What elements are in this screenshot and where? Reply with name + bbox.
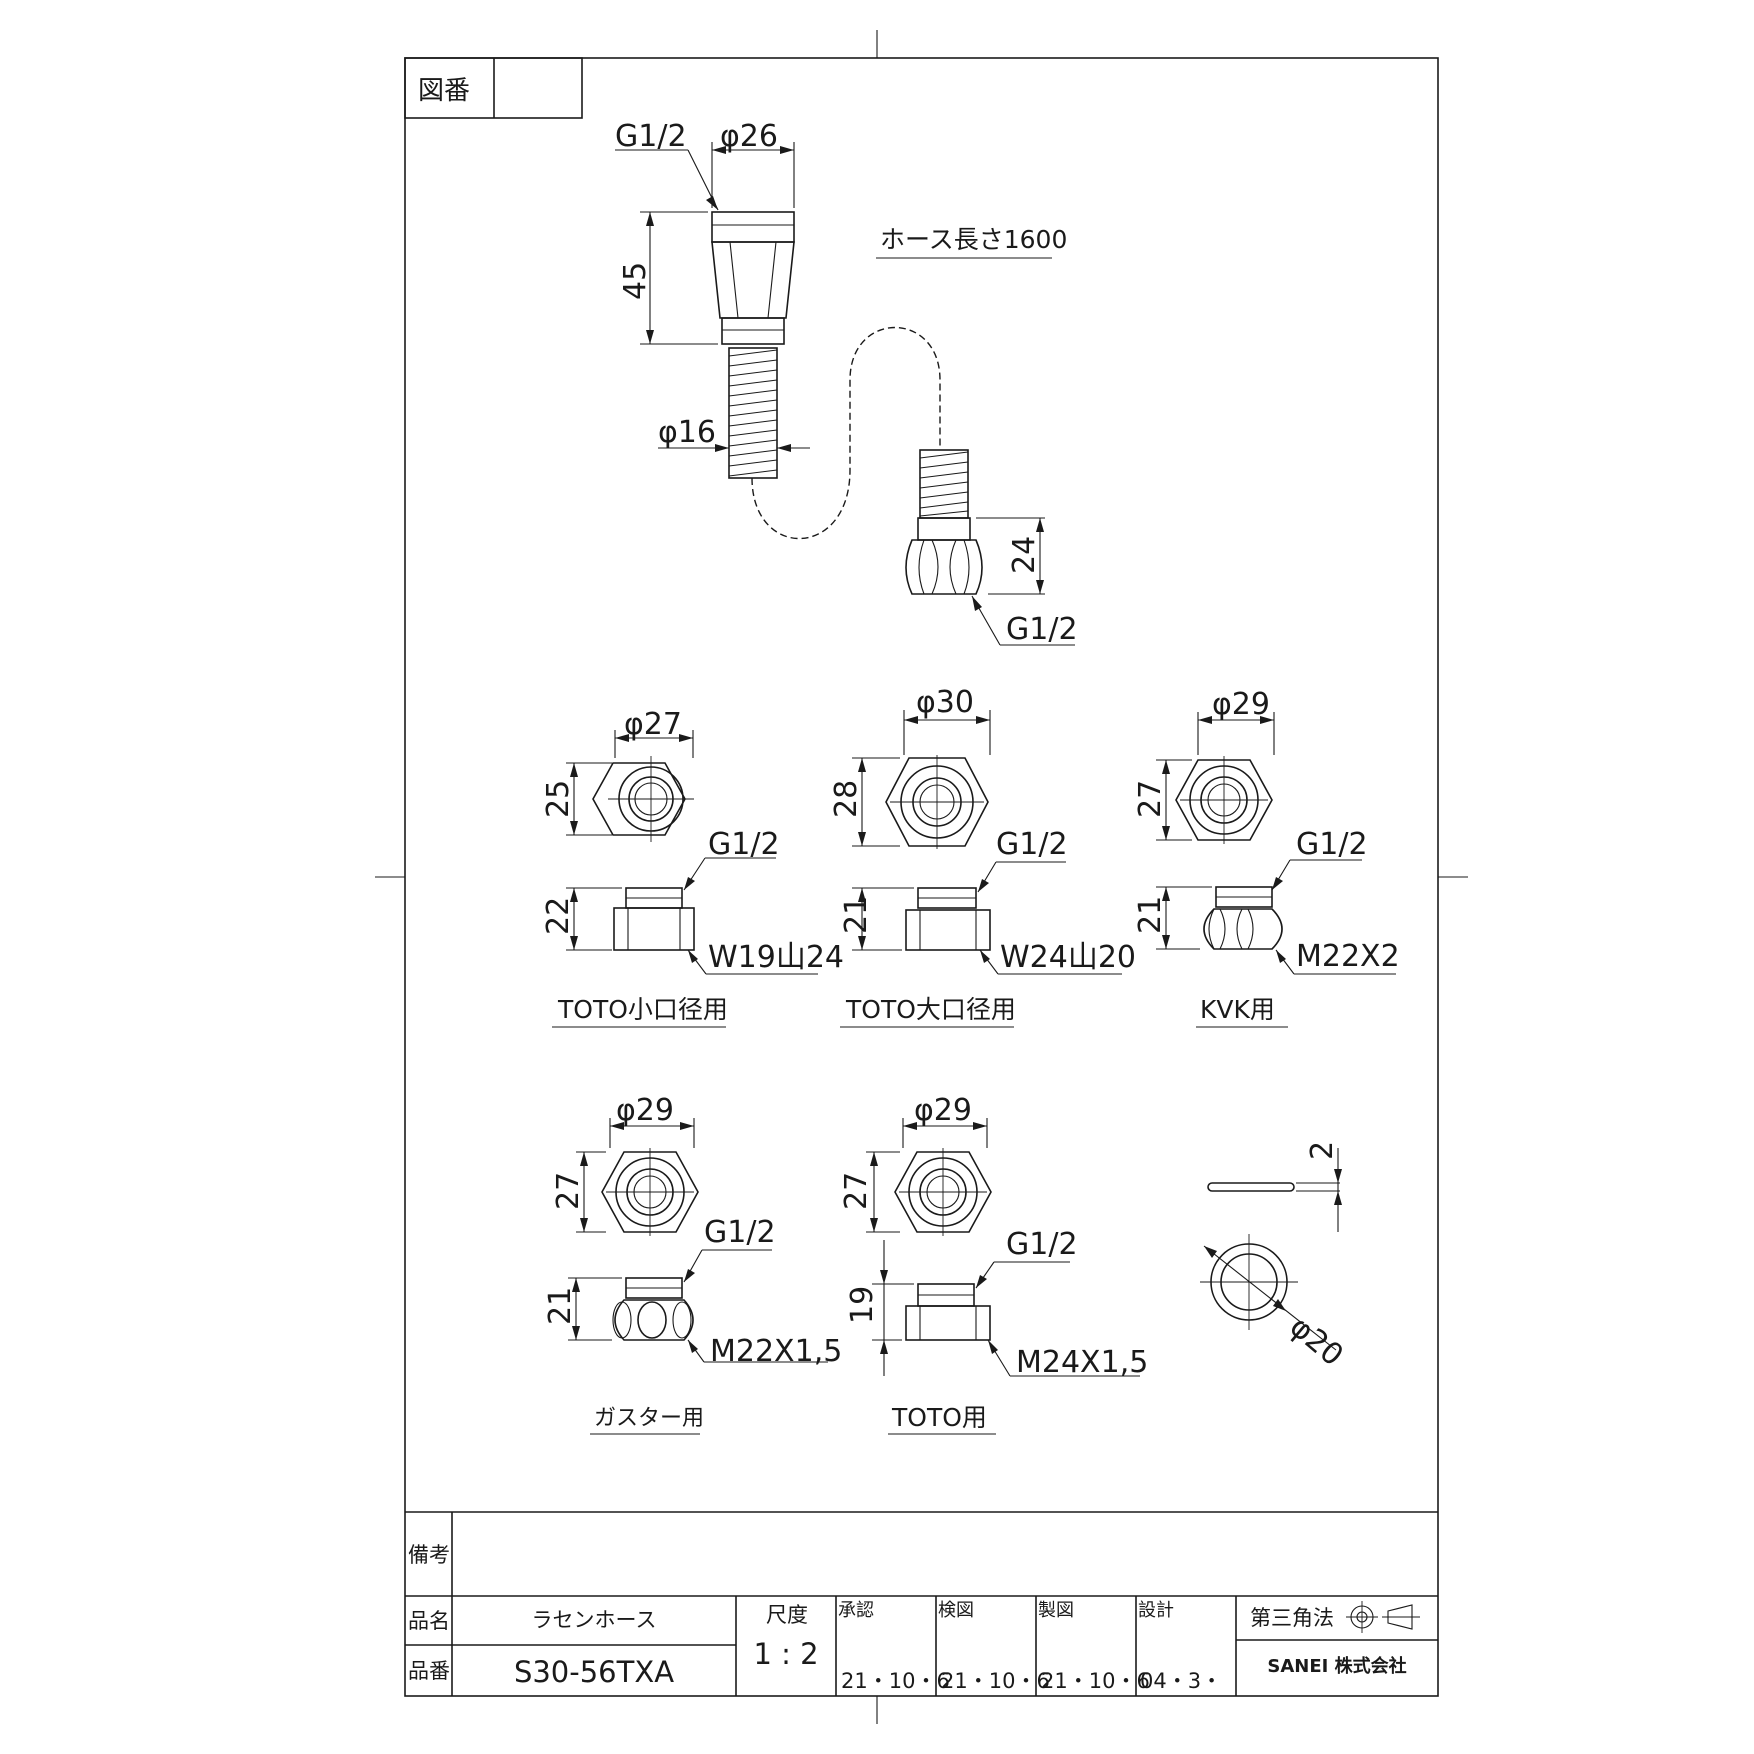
drawing-number-box: 図番 <box>404 57 583 119</box>
adapter-2-body-height: 21 <box>839 896 874 934</box>
hose-height-bottom: 24 <box>1007 536 1042 574</box>
adapter-gastar: φ29 27 G1/2 21 M22X1,5 ガスター用 <box>543 1093 842 1435</box>
adapter-3-dia: φ29 <box>1212 687 1270 722</box>
top-nut-body <box>711 241 795 319</box>
adapter-1-name: TOTO小口径用 <box>557 995 728 1024</box>
hose-length-note: ホース長さ1600 <box>880 225 1067 254</box>
adapter-4-body-height: 21 <box>543 1287 578 1325</box>
bottom-nut-body <box>905 539 983 595</box>
adapter-1-body-height: 22 <box>541 897 576 935</box>
adapter-2-spec: W24山20 <box>1000 940 1136 975</box>
adapter-5-body-height: 19 <box>845 1286 880 1324</box>
scale-label: 尺度 <box>766 1603 808 1627</box>
adapter-2-height: 28 <box>829 780 864 818</box>
adapter-5-dia: φ29 <box>914 1093 972 1128</box>
part-number-label: 品番 <box>408 1659 450 1683</box>
top-nut-cap <box>711 211 795 243</box>
adapter-3-thread: G1/2 <box>1296 827 1368 862</box>
packing: 2 φ20 <box>1200 1141 1350 1373</box>
remarks-label: 備考 <box>408 1543 450 1567</box>
spiral-hose-upper <box>728 347 778 479</box>
sheet-center-marks <box>375 30 1468 1724</box>
adapter-2-dia: φ30 <box>916 685 974 720</box>
hose-thread-bottom: G1/2 <box>1006 612 1078 647</box>
adapter-2-name: TOTO大口径用 <box>845 995 1016 1024</box>
projection-method: 第三角法 <box>1250 1606 1334 1630</box>
adapter-5-spec: M24X1,5 <box>1016 1345 1148 1380</box>
adapter-4-dia: φ29 <box>616 1093 674 1128</box>
drawn-label: 製図 <box>1038 1600 1074 1621</box>
adapter-3-spec: M22X2 <box>1296 939 1400 974</box>
adapter-2-thread: G1/2 <box>996 827 1068 862</box>
top-nut-collar <box>721 317 785 345</box>
adapter-5-name: TOTO用 <box>891 1403 987 1432</box>
adapter-toto: φ29 27 G1/2 19 M24X1,5 TOTO用 <box>839 1093 1148 1435</box>
approved-date: 21・10・6 <box>841 1669 950 1693</box>
product-name: ラセンホース <box>532 1608 657 1632</box>
checked-date: 21・10・6 <box>941 1669 1050 1693</box>
adapter-5-height: 27 <box>839 1172 874 1210</box>
adapter-4-height: 27 <box>551 1172 586 1210</box>
hose-height-top: 45 <box>618 262 653 300</box>
adapter-3-height: 27 <box>1133 780 1168 818</box>
spiral-hose-lower <box>919 449 969 519</box>
drawn-date: 21・10・6 <box>1041 1669 1150 1693</box>
designed-label: 設計 <box>1138 1600 1174 1621</box>
packing-thickness: 2 <box>1305 1141 1340 1160</box>
hose-dia: φ16 <box>658 415 716 450</box>
hose-loop <box>751 326 941 540</box>
drawing-frame <box>404 57 1439 1697</box>
adapter-4-spec: M22X1,5 <box>710 1334 842 1369</box>
product-name-label: 品名 <box>408 1609 450 1633</box>
adapter-toto-large: φ30 28 G1/2 21 W24山20 TOTO大口径用 <box>829 685 1136 1028</box>
part-number: S30-56TXA <box>514 1655 674 1689</box>
hose-dia-top: φ26 <box>720 119 778 154</box>
hose-assembly <box>711 211 983 595</box>
adapter-4-thread: G1/2 <box>704 1215 776 1250</box>
company-name: SANEI 株式会社 <box>1267 1655 1406 1677</box>
third-angle-projection-icon <box>1346 1601 1420 1633</box>
adapter-1-thread: G1/2 <box>708 827 780 862</box>
adapter-1-spec: W19山24 <box>708 940 844 975</box>
scale: 1 : 2 <box>753 1637 818 1671</box>
bottom-nut-collar <box>917 517 971 541</box>
adapter-3-name: KVK用 <box>1200 995 1275 1024</box>
drawing-number-label: 図番 <box>418 76 470 106</box>
approved-label: 承認 <box>838 1600 874 1621</box>
adapter-1-height: 25 <box>541 780 576 818</box>
hose-dimensions: φ26 G1/2 45 φ16 ホース長さ1600 24 G1/2 <box>615 119 1078 647</box>
adapter-toto-small: φ27 25 G1/2 22 W19山24 TOTO小口径用 <box>541 707 844 1028</box>
adapter-kvk: φ29 27 G1/2 21 M22X2 KVK用 <box>1133 687 1400 1028</box>
checked-label: 検図 <box>938 1600 974 1621</box>
hose-thread-top: G1/2 <box>615 119 687 154</box>
adapter-1-dia: φ27 <box>624 707 682 742</box>
packing-dia: φ20 <box>1283 1309 1350 1373</box>
adapter-5-thread: G1/2 <box>1006 1227 1078 1262</box>
title-block: 備考 品名 ラセンホース 品番 S30-56TXA 尺度 1 : 2 承認 21… <box>405 1511 1438 1696</box>
designed-date: 04・3・ <box>1140 1669 1222 1693</box>
adapter-4-name: ガスター用 <box>594 1406 704 1431</box>
adapter-3-body-height: 21 <box>1133 896 1168 934</box>
